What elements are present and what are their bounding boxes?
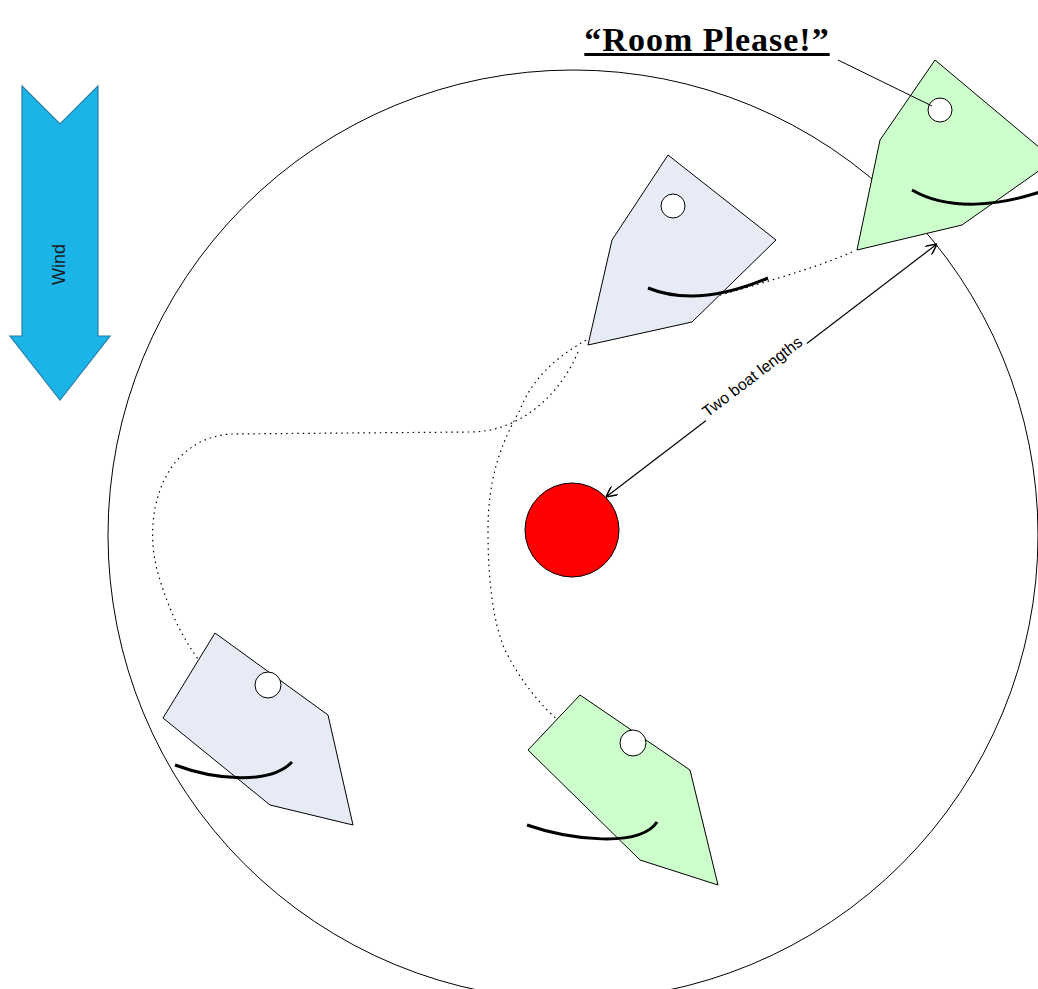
boat-track [153, 352, 578, 668]
sailboat [527, 695, 718, 885]
node-label: Wind [49, 243, 70, 284]
sailboat [588, 155, 776, 345]
race-mark [525, 483, 619, 577]
sailboat [163, 633, 353, 825]
dimension-arrow [606, 244, 937, 497]
leader-line [838, 60, 932, 106]
node-outline [8, 84, 112, 402]
dimension-label: Two boat lengths [696, 331, 808, 422]
arrow-outline [10, 86, 110, 400]
sailboat [857, 60, 1038, 250]
callout-text: “Room Please!” [584, 21, 829, 59]
wind-arrow: Wind [8, 84, 112, 402]
